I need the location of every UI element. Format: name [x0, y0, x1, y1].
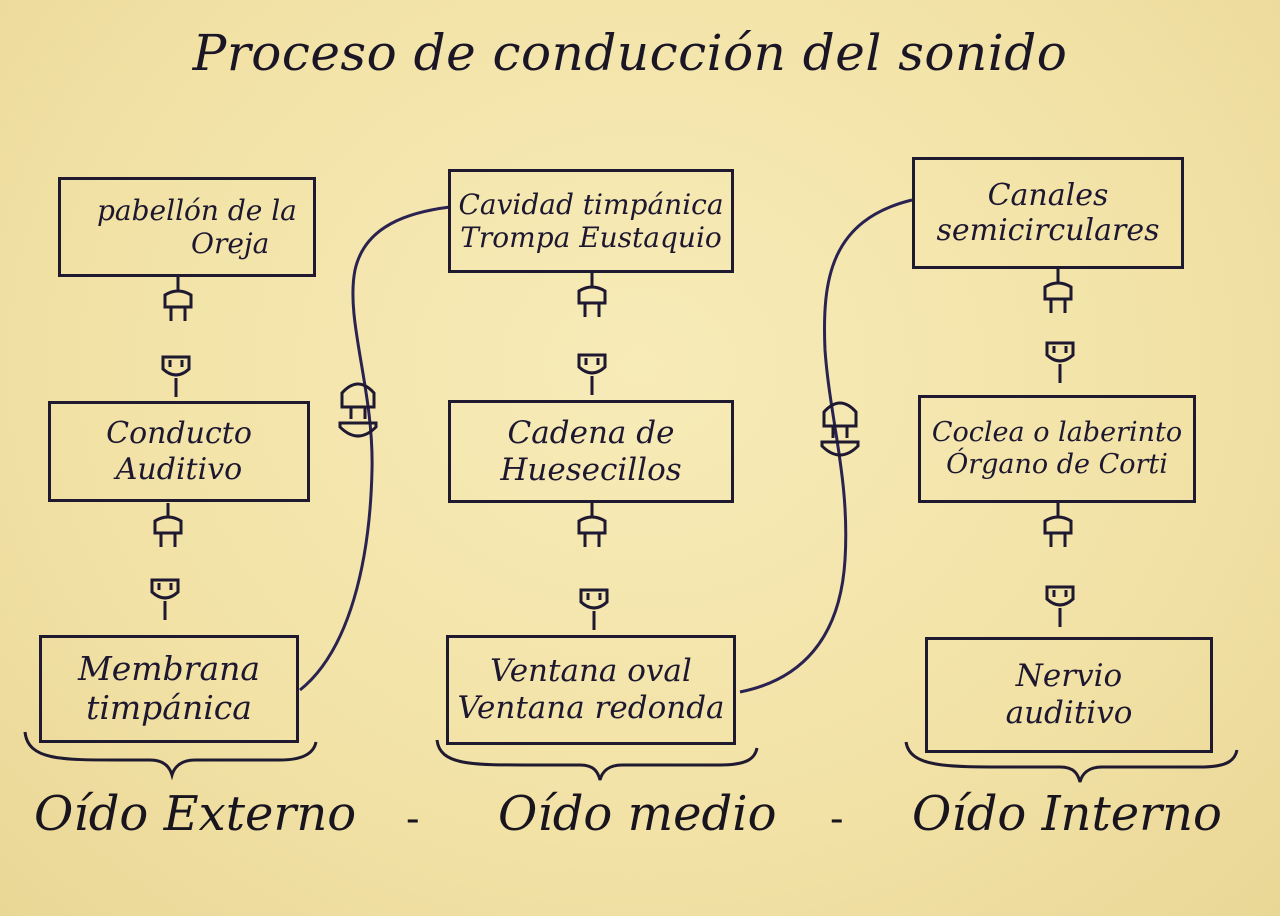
- box-nervio-auditivo: Nervio auditivo: [925, 637, 1213, 753]
- box-pabellon-oreja: pabellón de la Oreja: [58, 177, 316, 277]
- diagram-title: Proceso de conducción del sonido: [192, 24, 1068, 82]
- socket-icon: [1045, 585, 1075, 627]
- plug-icon: [153, 503, 183, 547]
- label-oido-medio: Oído medio: [498, 786, 777, 842]
- socket-icon: [579, 588, 609, 630]
- socket-icon: [577, 353, 607, 395]
- socket-icon: [1045, 341, 1075, 383]
- separator-2: -: [830, 796, 844, 842]
- plug-icon: [1043, 269, 1073, 313]
- box-ventana-oval-redonda: Ventana oval Ventana redonda: [446, 635, 736, 745]
- label-oido-interno: Oído Interno: [912, 786, 1222, 842]
- socket-icon: [150, 578, 180, 620]
- box-cadena-huesecillos: Cadena de Huesecillos: [448, 400, 734, 503]
- cable-medio-interno: [739, 198, 913, 694]
- cable-connector-icon: [820, 401, 860, 457]
- plug-icon: [163, 277, 193, 321]
- box-membrana-timpanica: Membrana timpánica: [39, 635, 299, 743]
- box-cavidad-timpanica: Cavidad timpánica Trompa Eustaquio: [448, 169, 734, 273]
- brace-medio: [435, 739, 759, 781]
- label-oido-externo: Oído Externo: [34, 786, 357, 842]
- box-conducto-auditivo: Conducto Auditivo: [48, 401, 310, 502]
- plug-icon: [1043, 503, 1073, 547]
- socket-icon: [161, 355, 191, 397]
- brace-interno: [904, 741, 1239, 783]
- plug-icon: [577, 273, 607, 317]
- brace-externo: [23, 731, 318, 781]
- plug-icon: [577, 503, 607, 547]
- separator-1: -: [406, 796, 420, 842]
- cable-connector-icon: [338, 382, 378, 438]
- box-coclea-organo-corti: Coclea o laberinto Órgano de Corti: [918, 395, 1196, 503]
- cable-externo-medio: [299, 205, 451, 692]
- box-canales-semicirculares: Canales semicirculares: [912, 157, 1184, 269]
